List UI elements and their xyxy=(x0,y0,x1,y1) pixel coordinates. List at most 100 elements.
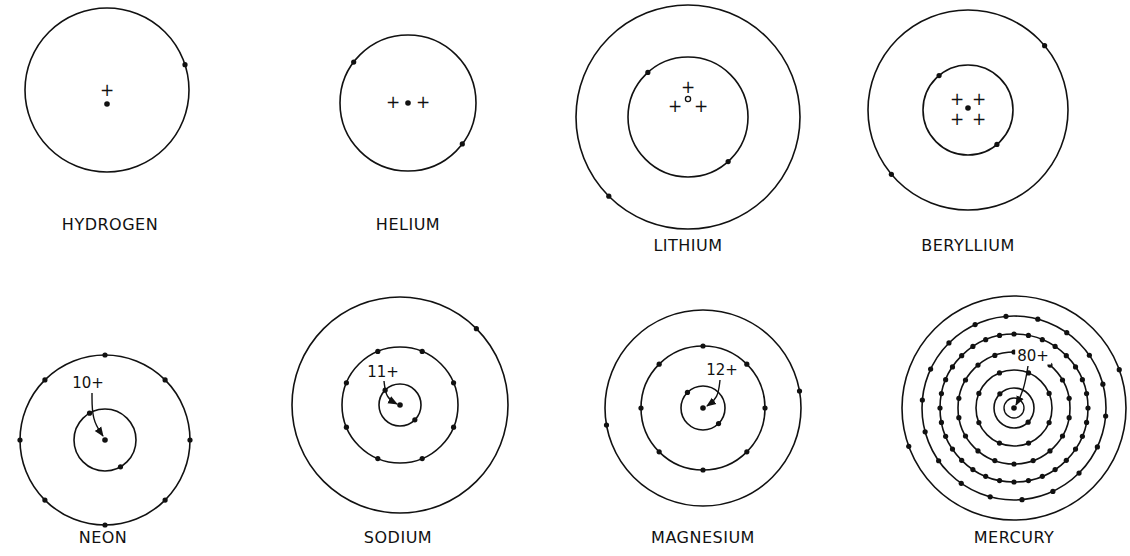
electron-dot xyxy=(1080,434,1085,439)
electron-dot xyxy=(950,447,955,452)
electron-shell xyxy=(976,370,1052,446)
nucleus xyxy=(965,105,971,111)
electron-dot xyxy=(1064,353,1069,358)
nuclear-charge: 80+ xyxy=(1015,348,1051,365)
electron-shell xyxy=(576,5,800,229)
electron-shell xyxy=(628,57,748,177)
electron-dot xyxy=(460,141,465,146)
electron-dot xyxy=(42,498,47,503)
electron-dot xyxy=(1073,447,1078,452)
electron-dot xyxy=(906,444,911,449)
electron-shell xyxy=(958,352,1070,464)
electron-dot xyxy=(1047,448,1052,453)
electron-dot xyxy=(1064,458,1069,463)
charge-sign: + xyxy=(668,98,682,115)
electron-dot xyxy=(1084,420,1089,425)
electron-dot xyxy=(994,142,999,147)
electron-dot xyxy=(1095,444,1100,449)
electron-dot xyxy=(939,420,944,425)
electron-dot xyxy=(1085,405,1090,410)
electron-dot xyxy=(1011,479,1016,484)
electron-dot xyxy=(474,326,479,331)
nucleus-ring xyxy=(1004,398,1024,418)
electron-dot xyxy=(963,433,968,438)
electron-shell xyxy=(74,409,136,471)
electron-dot xyxy=(700,343,705,348)
electron-dot xyxy=(997,478,1002,483)
electron-dot xyxy=(163,377,168,382)
electron-dot xyxy=(1053,344,1058,349)
nuclear-charge: 11+ xyxy=(365,364,401,381)
electron-dot xyxy=(1064,330,1069,335)
electron-dot xyxy=(970,344,975,349)
nucleus xyxy=(397,402,403,408)
electron-dot xyxy=(412,417,417,422)
electron-dot xyxy=(726,159,731,164)
charge-sign: + xyxy=(950,91,964,108)
electron-dot xyxy=(1053,467,1058,472)
electron-dot xyxy=(983,337,988,342)
electron-dot xyxy=(928,367,933,372)
charge-sign: + xyxy=(694,98,708,115)
charge-sign: + xyxy=(416,94,430,111)
leader-arrow xyxy=(92,393,103,436)
electron-dot xyxy=(1026,420,1031,425)
electron-dot xyxy=(923,429,928,434)
electron-dot xyxy=(1060,433,1065,438)
element-name: NEON xyxy=(79,530,128,546)
nucleus xyxy=(104,101,110,107)
electron-dot xyxy=(983,474,988,479)
atom-figure xyxy=(868,10,1068,210)
electron-shell xyxy=(940,334,1088,482)
electron-dot xyxy=(604,422,609,427)
electron-dot xyxy=(956,396,961,401)
element-name: MERCURY xyxy=(974,530,1054,546)
electron-dot xyxy=(182,62,187,67)
leader-arrow xyxy=(384,381,397,404)
electron-dot xyxy=(997,391,1002,396)
electron-dot xyxy=(375,456,380,461)
electron-dot xyxy=(451,425,456,430)
electron-dot xyxy=(997,370,1002,375)
electron-dot xyxy=(797,388,802,393)
electron-dot xyxy=(1026,478,1031,483)
electron-dot xyxy=(920,397,925,402)
electron-dot xyxy=(963,377,968,382)
electron-dot xyxy=(1117,367,1122,372)
electron-dot xyxy=(638,405,643,410)
nucleus xyxy=(1011,405,1017,411)
charge-sign: + xyxy=(972,111,986,128)
electron-dot xyxy=(102,522,107,527)
electron-dot xyxy=(1076,470,1081,475)
electron-dot xyxy=(1040,337,1045,342)
electron-dot xyxy=(1011,461,1016,466)
electron-dot xyxy=(344,380,349,385)
electron-shell xyxy=(605,310,801,506)
electron-shell xyxy=(20,355,190,525)
electron-dot xyxy=(1084,391,1089,396)
electron-dot xyxy=(344,425,349,430)
electron-dot xyxy=(959,353,964,358)
nucleus xyxy=(700,405,706,411)
atom-figure xyxy=(17,352,192,527)
electron-dot xyxy=(762,405,767,410)
electron-dot xyxy=(975,363,980,368)
electron-dot xyxy=(946,340,951,345)
electron-dot xyxy=(950,364,955,369)
electron-dot xyxy=(1067,396,1072,401)
electron-dot xyxy=(1047,391,1052,396)
electron-shell xyxy=(923,65,1013,155)
electron-dot xyxy=(1003,314,1008,319)
electron-dot xyxy=(1067,415,1072,420)
electron-dot xyxy=(163,498,168,503)
electron-dot xyxy=(976,391,981,396)
electron-shell xyxy=(25,8,189,172)
electron-shell xyxy=(340,35,476,171)
electron-dot xyxy=(936,73,941,78)
element-name: HELIUM xyxy=(376,217,440,233)
electron-dot xyxy=(606,194,611,199)
electron-dot xyxy=(1031,458,1036,463)
electron-dot xyxy=(992,353,997,358)
nucleus xyxy=(685,96,690,101)
